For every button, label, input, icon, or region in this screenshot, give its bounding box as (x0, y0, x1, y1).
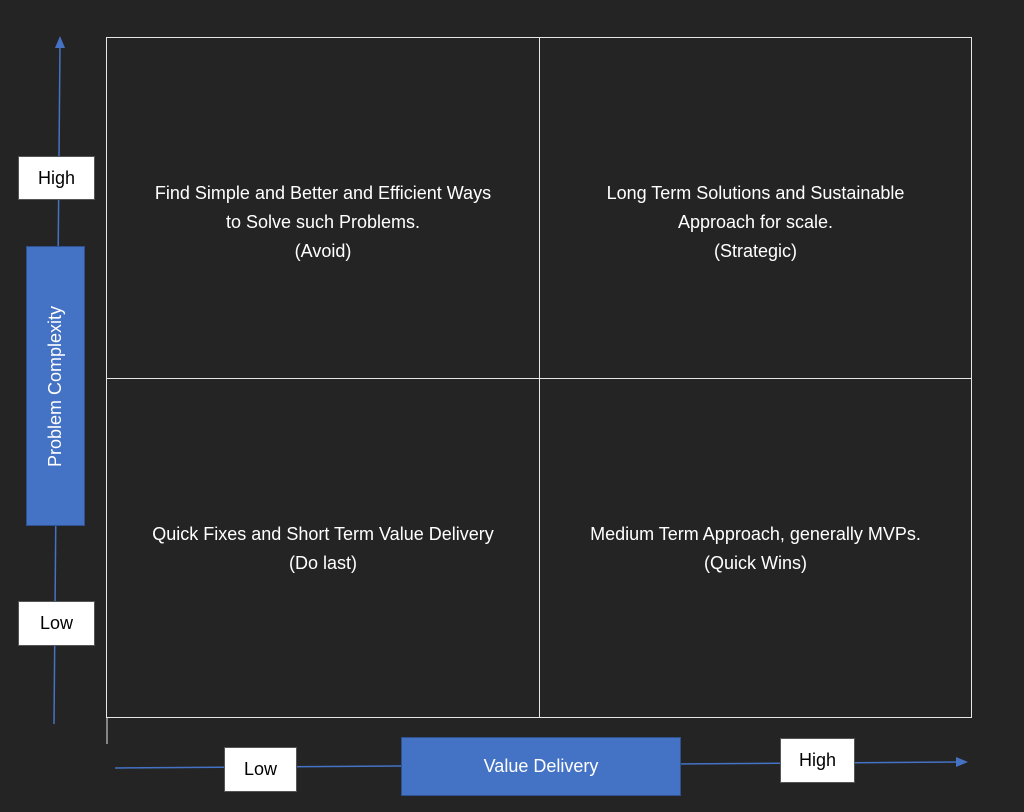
quadrant-category: (Strategic) (713, 241, 798, 261)
y-axis-low-label: Low (18, 601, 95, 646)
y-axis-high-label: High (18, 156, 95, 200)
quadrant-bottom-left-text: Quick Fixes and Short Term Value Deliver… (106, 520, 540, 578)
quadrant-text-line: Find Simple and Better and Efficient Way… (154, 183, 492, 203)
quadrant-category: (Avoid) (294, 241, 352, 261)
quadrant-top-right-text: Long Term Solutions and Sustainable Appr… (539, 179, 972, 266)
quadrant-text-line: Medium Term Approach, generally MVPs. (590, 524, 921, 544)
y-axis-title-text: Problem Complexity (45, 305, 65, 467)
quadrant-bottom-right (539, 378, 972, 718)
quadrant-category: (Do last) (288, 553, 357, 573)
quadrant-text-line: to Solve such Problems. (225, 212, 421, 232)
x-axis-title: Value Delivery (401, 737, 681, 796)
quadrant-text-line: Long Term Solutions and Sustainable (606, 183, 905, 203)
quadrant-text-line: Quick Fixes and Short Term Value Deliver… (152, 524, 494, 544)
quadrant-text-line: Approach for scale. (677, 212, 834, 232)
quadrant-category: (Quick Wins) (704, 553, 807, 573)
y-axis-title: Problem Complexity (26, 246, 85, 526)
quadrant-top-left-text: Find Simple and Better and Efficient Way… (106, 179, 540, 266)
x-axis-high-label: High (780, 738, 855, 783)
x-axis-low-label: Low (224, 747, 297, 792)
quadrant-bottom-right-text: Medium Term Approach, generally MVPs. (Q… (539, 520, 972, 578)
